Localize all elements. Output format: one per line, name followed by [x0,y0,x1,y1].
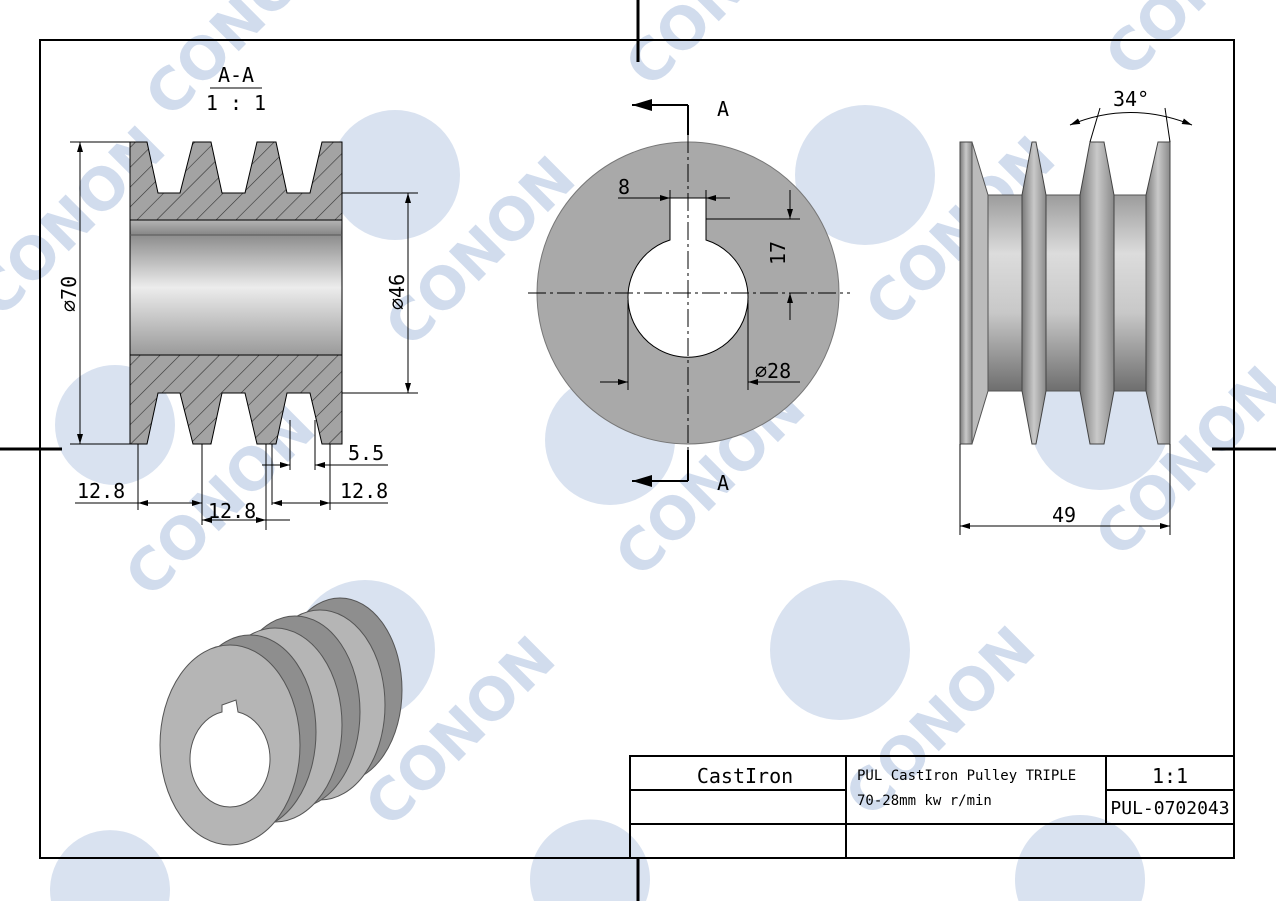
description-line1: PUL CastIron Pulley TRIPLE [857,768,1076,784]
section-label: A-A [218,63,254,87]
part-number: PUL-0702043 [1110,798,1229,819]
dim-pitch-right: 12.8 [340,479,388,503]
section-mark-top: A [717,97,729,121]
dim-groove-width: 5.5 [348,441,384,465]
section-scale: 1 : 1 [206,91,266,115]
section-mark-bottom: A [717,471,729,495]
isometric-view [159,597,403,846]
dim-shaft-diameter: ⌀28 [755,359,791,383]
dim-bore-diameter: ⌀46 [385,274,409,310]
description-line2: 70-28mm kw r/min [857,793,992,809]
dim-key-height: 17 [766,241,790,265]
svg-text:CONON: CONON [1092,0,1276,90]
material-label: CastIron [697,764,793,788]
dim-pitch-mid: 12.8 [208,499,256,523]
title-block [629,755,1235,859]
dim-groove-angle: 34° [1113,87,1149,111]
side-view: 34° 49 [959,87,1193,535]
scale-label: 1:1 [1152,764,1188,788]
dim-outer-diameter: ⌀70 [57,276,81,312]
section-view: A-A 1 : 1 ⌀70 ⌀46 5.5 12.8 12.8 12.8 [57,63,418,530]
front-view: A A 8 17 ⌀28 [528,97,850,495]
dim-pitch-left: 12.8 [77,479,125,503]
svg-text:CONON: CONON [612,0,829,100]
dim-width: 49 [1052,503,1076,527]
dim-key-width: 8 [618,175,630,199]
